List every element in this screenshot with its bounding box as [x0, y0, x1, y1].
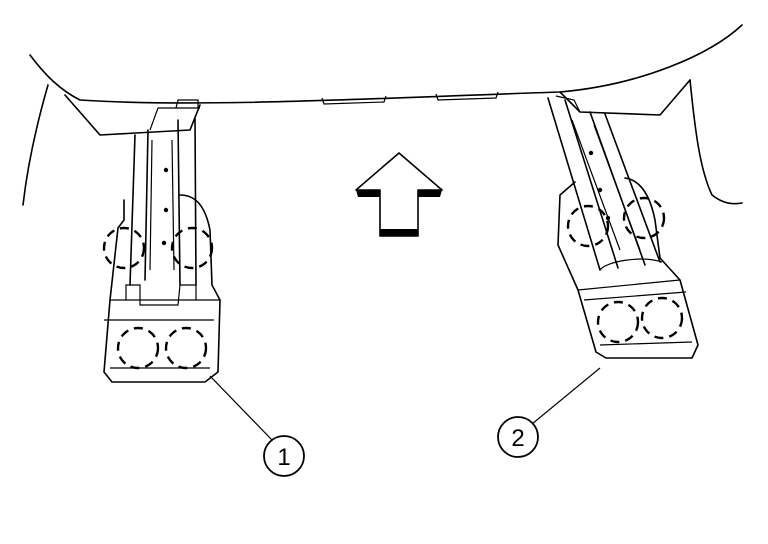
up-arrow-icon: [355, 152, 443, 237]
callout-1-label: 1: [277, 444, 290, 471]
callout-2: 2: [497, 367, 601, 458]
callout-2-label: 2: [511, 425, 524, 452]
seat-cushion: [22, 24, 743, 206]
right-seat-rail: [547, 97, 699, 359]
callout-1: 1: [209, 375, 305, 477]
left-seat-rail: [102, 117, 221, 383]
